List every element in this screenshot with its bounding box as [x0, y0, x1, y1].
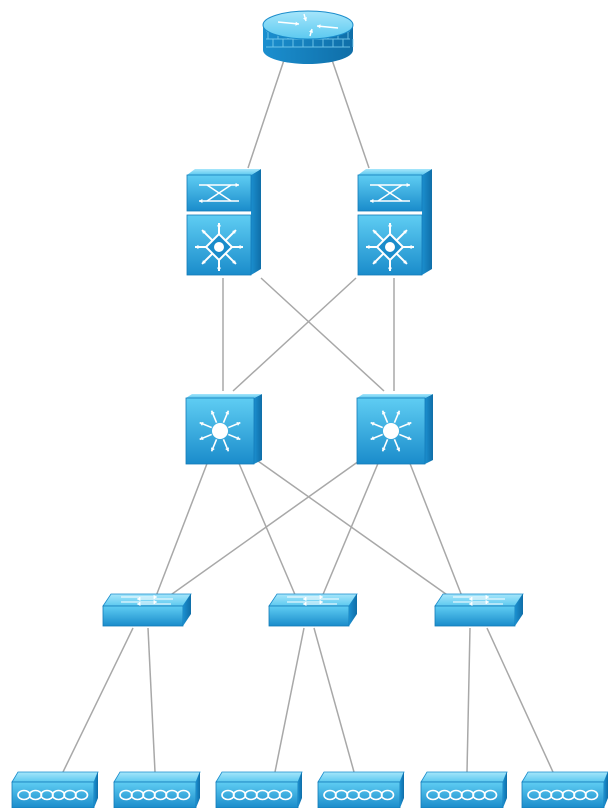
- access-device-icon: [215, 771, 303, 808]
- link-router-core-1: [247, 53, 287, 169]
- links-layer: [62, 53, 554, 773]
- link-core-1-dist-2: [260, 277, 385, 392]
- workgroup-switch-icon: [434, 593, 524, 627]
- link-core-2-dist-1: [232, 277, 357, 392]
- link-dist-1-access-2: [237, 460, 300, 605]
- link-router-core-2: [329, 53, 370, 169]
- access-device-icon: [420, 771, 508, 808]
- access-device-icon: [317, 771, 405, 808]
- access-device-icon: [113, 771, 201, 808]
- access-device-icon: [521, 771, 608, 808]
- link-access-2-host-3: [274, 627, 305, 773]
- nodes-layer: [11, 10, 608, 808]
- workgroup-switch-icon: [268, 593, 358, 627]
- link-access-2-host-4: [313, 627, 355, 773]
- link-dist-1-access-3: [257, 460, 461, 605]
- router-firewall-icon: [262, 10, 354, 64]
- link-dist-1-access-1: [152, 460, 209, 605]
- link-access-3-host-5: [466, 627, 471, 773]
- core-switch-icon: [186, 169, 261, 276]
- link-dist-2-access-1: [157, 460, 360, 605]
- layer3-switch-icon: [356, 394, 433, 465]
- link-dist-2-access-3: [408, 460, 466, 605]
- link-dist-2-access-2: [318, 460, 380, 605]
- access-device-icon: [11, 771, 99, 808]
- layer3-switch-icon: [185, 394, 262, 465]
- workgroup-switch-icon: [102, 593, 192, 627]
- link-access-1-host-1: [62, 627, 134, 773]
- core-switch-icon: [357, 169, 432, 276]
- link-access-3-host-6: [486, 627, 554, 773]
- link-access-1-host-2: [147, 627, 156, 773]
